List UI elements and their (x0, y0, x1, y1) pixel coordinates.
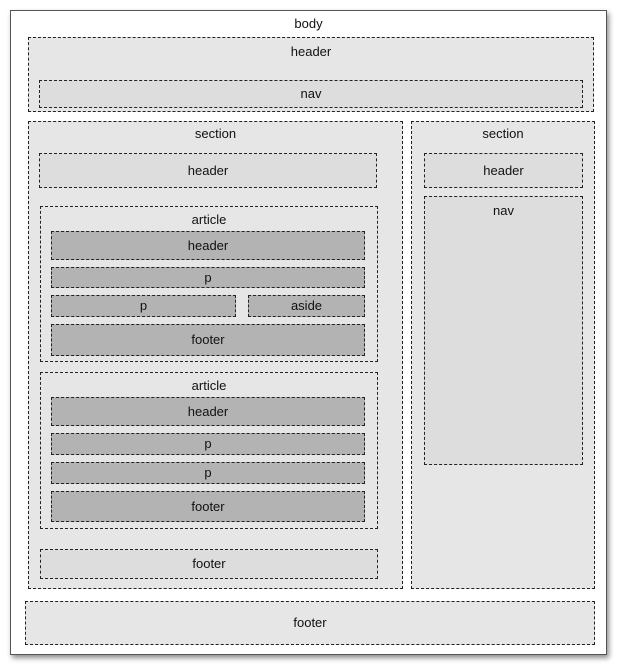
article-1-label: article (191, 212, 227, 227)
body-footer-label: footer (293, 615, 327, 630)
article-2-footer-box: footer (51, 491, 365, 522)
article-1-p-label: p (204, 269, 212, 285)
article-2-footer-label: footer (191, 498, 225, 514)
side-section-label: section (482, 126, 524, 141)
article-1-p2-label: p (139, 298, 148, 313)
article-2-p-label: p (204, 436, 212, 451)
body-frame: body header nav section header article h… (10, 10, 607, 655)
main-section-footer-box: footer (40, 549, 378, 579)
article-1-header-label: header (187, 237, 229, 253)
side-section-nav-label: nav (493, 203, 514, 218)
article-2-p2-label: p (204, 465, 212, 480)
article-1-p2-box: p (51, 295, 236, 317)
article-2-header-box: header (51, 397, 365, 426)
main-section-footer-label: footer (192, 556, 226, 571)
article-1-aside-label: aside (290, 298, 323, 313)
main-section-header-box: header (39, 153, 377, 188)
article-1-p-box: p (51, 267, 365, 288)
body-header-label: header (290, 44, 332, 59)
article-2-box: article header p p footer (40, 372, 378, 529)
side-section-nav-box: nav (424, 196, 583, 465)
body-footer-box: footer (25, 601, 595, 645)
article-1-header-box: header (51, 231, 365, 260)
article-2-header-label: header (187, 403, 229, 419)
article-2-p2-box: p (51, 462, 365, 484)
body-nav-box: nav (39, 80, 583, 108)
main-section-box: section header article header p p aside … (28, 121, 403, 589)
article-1-footer-box: footer (51, 324, 365, 356)
body-label: body (294, 16, 323, 31)
main-section-header-label: header (187, 162, 229, 178)
article-2-label: article (191, 378, 227, 393)
article-1-box: article header p p aside footer (40, 206, 378, 362)
article-2-p-box: p (51, 433, 365, 455)
side-section-box: section header nav (411, 121, 595, 589)
article-1-aside-box: aside (248, 295, 365, 317)
body-header-box: header nav (28, 37, 594, 112)
article-1-footer-label: footer (191, 332, 225, 347)
body-nav-label: nav (300, 86, 322, 101)
side-section-header-label: header (483, 162, 524, 178)
main-section-label: section (194, 126, 237, 141)
side-section-header-box: header (424, 153, 583, 188)
